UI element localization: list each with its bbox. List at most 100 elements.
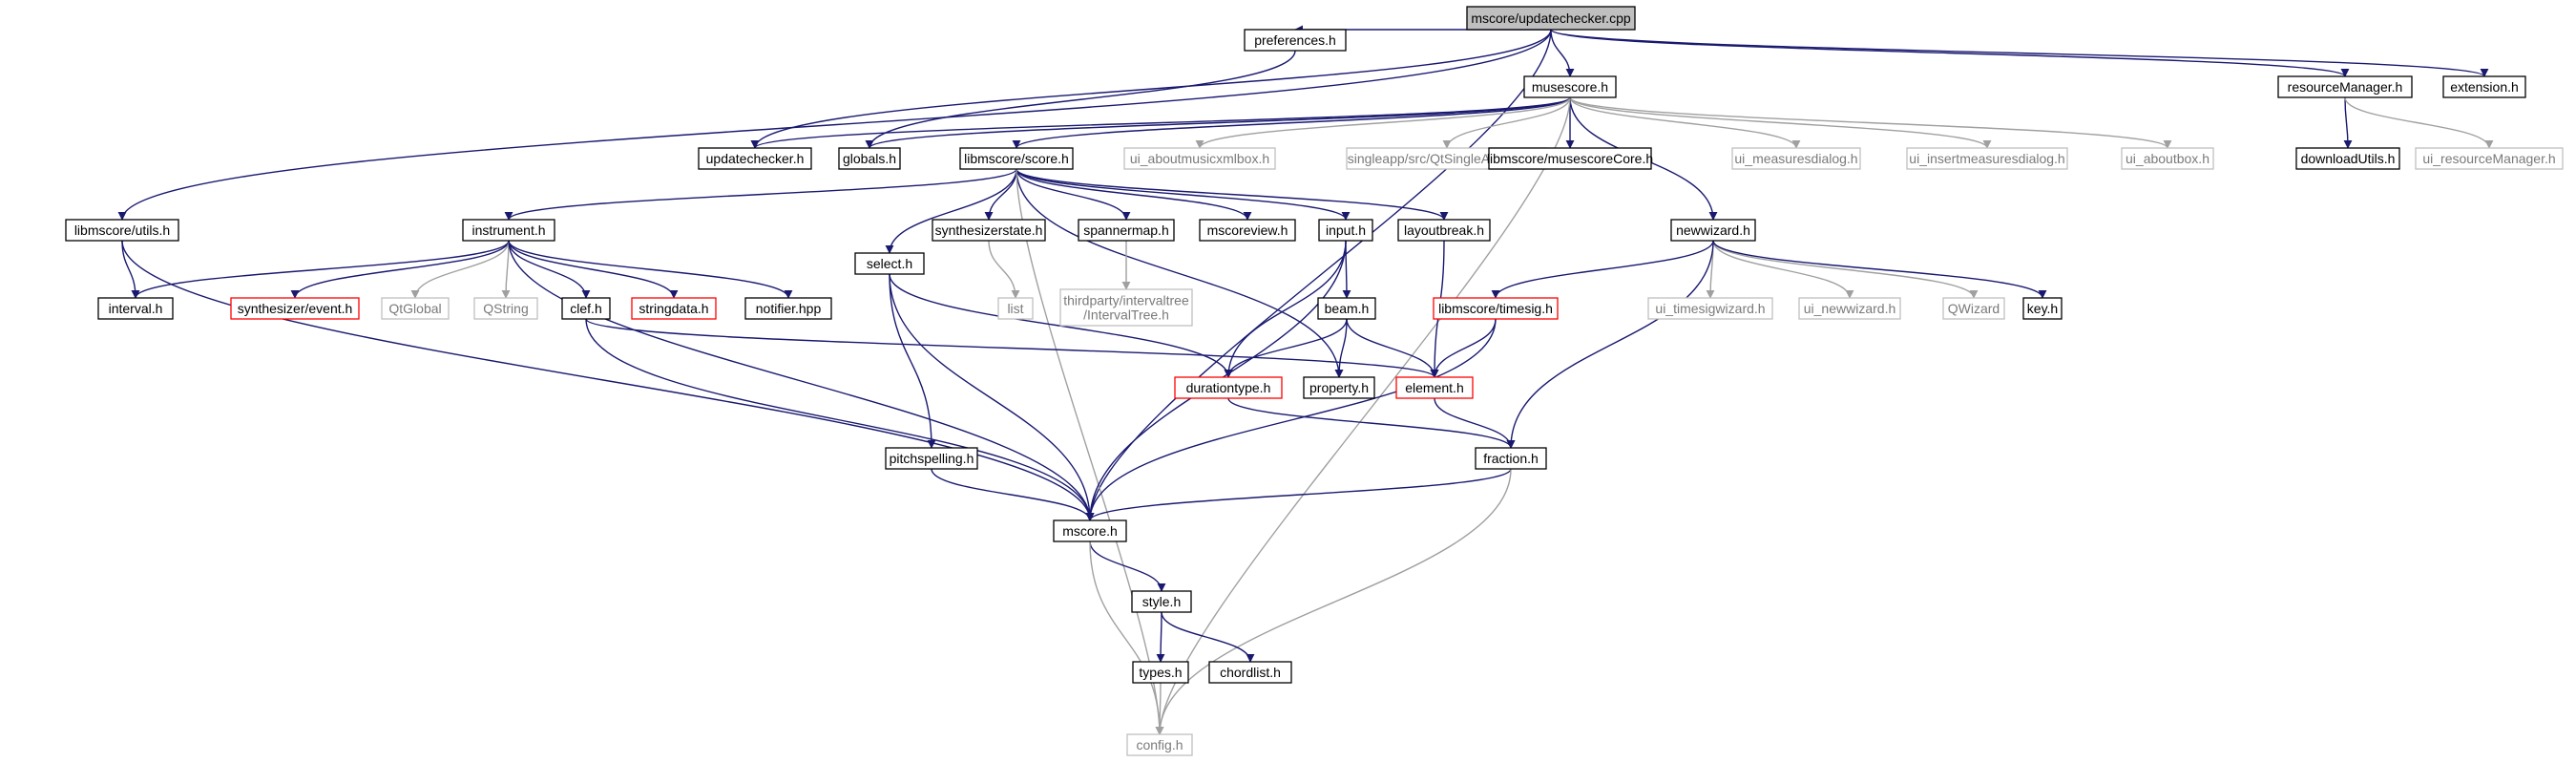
node-qwizard: QWizard [1942,297,2005,320]
edge-root-to-updatechecker [750,29,1552,149]
node-label: beam.h [1325,301,1370,316]
edge-select-to-mscore [889,273,1095,521]
node-label: element.h [1405,380,1463,395]
node-updatechecker[interactable]: updatechecker.h [698,147,812,170]
edge-musescore-to-updatechecker [750,96,1571,149]
node-label: ui_aboutbox.h [2126,151,2209,166]
edge-root-to-musescore [1550,29,1575,77]
node-ui_aboutbox: ui_aboutbox.h [2121,147,2214,170]
edge-clef-to-element [585,318,1439,378]
edge-newwizard-to-ui_newwizard [1712,240,1854,299]
node-utils[interactable]: libmscore/utils.h [65,219,179,242]
node-label: mscoreview.h [1207,223,1288,238]
node-mscoreview[interactable]: mscoreview.h [1199,219,1296,242]
edge-musescore-to-qtsingle [1442,96,1571,149]
node-label: QString [483,301,528,316]
node-box [744,297,832,320]
node-synthstate[interactable]: synthesizerstate.h [932,219,1046,242]
node-box [462,219,555,242]
node-label: ui_resourceManager.h [2422,151,2555,166]
node-label: instrument.h [471,223,545,238]
node-label: key.h [2027,301,2058,316]
node-box [1174,376,1283,399]
node-box [997,297,1034,320]
edge-types-to-config [1155,682,1164,735]
edge-root-to-resourcemanager [1550,29,2350,77]
node-ui_insertmeasures: ui_insertmeasuresdialog.h [1906,147,2068,170]
node-label: newwizard.h [1676,223,1750,238]
node-label: ui_insertmeasuresdialog.h [1909,151,2064,166]
node-qtglobal: QtGlobal [381,297,450,320]
edge-instrument-to-qstring [501,240,511,299]
node-label: updatechecker.h [706,151,805,166]
node-fraction[interactable]: fraction.h [1475,447,1547,470]
edge-beam-to-property [1334,318,1348,378]
node-input[interactable]: input.h [1318,219,1373,242]
node-musescorecore[interactable]: libmscore/musescoreCore.h [1487,147,1653,170]
edge-beam-to-element [1346,318,1439,378]
node-label: mscore.h [1062,523,1118,539]
node-interval[interactable]: interval.h [97,297,174,320]
node-style[interactable]: style.h [1131,590,1192,613]
node-timesig[interactable]: libmscore/timesig.h [1433,297,1559,320]
node-durationtype[interactable]: durationtype.h [1174,376,1283,399]
node-box [473,297,538,320]
node-box [1731,147,1861,170]
node-musescore[interactable]: musescore.h [1523,75,1617,98]
node-label: stringdata.h [639,301,708,316]
edge-score-to-select [885,168,1017,254]
node-property[interactable]: property.h [1303,376,1375,399]
node-pitchspelling[interactable]: pitchspelling.h [885,447,978,470]
node-box [65,219,179,242]
edge-instrument-to-interval [131,240,510,299]
edge-resourcemanager-to-ui_resourcemanager [2344,96,2494,149]
edge-select-to-durationtype [889,273,1233,378]
node-element[interactable]: element.h [1395,376,1474,399]
node-mscore[interactable]: mscore.h [1053,519,1127,542]
node-label: input.h [1326,223,1366,238]
node-beam[interactable]: beam.h [1317,297,1376,320]
node-ui_resourcemanager: ui_resourceManager.h [2415,147,2564,170]
node-types[interactable]: types.h [1132,661,1189,684]
node-chordlist[interactable]: chordlist.h [1208,661,1292,684]
edge-musescore-to-ui_insertmeasures [1569,96,1992,149]
node-preferences[interactable]: preferences.h [1244,29,1347,52]
node-resourcemanager[interactable]: resourceManager.h [2277,75,2413,98]
node-extension[interactable]: extension.h [2442,75,2526,98]
node-clef[interactable]: clef.h [561,297,611,320]
node-downloadutils[interactable]: downloadUtils.h [2295,147,2400,170]
edge-instrument-to-qtglobal [410,240,510,299]
node-label: thirdparty/intervaltree/IntervalTree.h [1063,293,1189,323]
node-label: types.h [1139,665,1182,680]
node-list: list [997,297,1034,320]
edge-score-to-config [1016,168,1164,735]
edges-layer [117,25,2494,735]
edge-musescore-to-ui_aboutmusicxml [1195,96,1571,149]
node-qstring: QString [473,297,538,320]
edge-timesig-to-mscore [1085,318,1497,521]
node-synthevent[interactable]: synthesizer/event.h [230,297,360,320]
node-globals[interactable]: globals.h [838,147,901,170]
edge-newwizard-to-timesig [1491,240,1714,299]
node-select[interactable]: select.h [854,252,925,275]
edge-mscore-to-style [1089,540,1166,592]
node-instrument[interactable]: instrument.h [462,219,555,242]
node-layoutbreak[interactable]: layoutbreak.h [1397,219,1491,242]
node-notifier[interactable]: notifier.hpp [744,297,832,320]
node-newwizard[interactable]: newwizard.h [1670,219,1756,242]
edge-musescore-to-score [1012,96,1571,149]
node-spannermap[interactable]: spannermap.h [1078,219,1175,242]
edge-mscore-to-config [1089,540,1164,735]
node-root[interactable]: mscore/updatechecker.cpp [1466,6,1636,31]
edge-newwizard-to-key [1712,240,2047,299]
edge-score-to-spannermap [1016,168,1131,221]
edge-score-to-input [1016,168,1351,221]
node-label: pitchspelling.h [890,451,974,466]
node-box [1397,219,1491,242]
node-stringdata[interactable]: stringdata.h [631,297,717,320]
node-box [1132,661,1189,684]
node-label: spannermap.h [1083,223,1169,238]
node-key[interactable]: key.h [2022,297,2063,320]
node-score[interactable]: libmscore/score.h [959,147,1074,170]
